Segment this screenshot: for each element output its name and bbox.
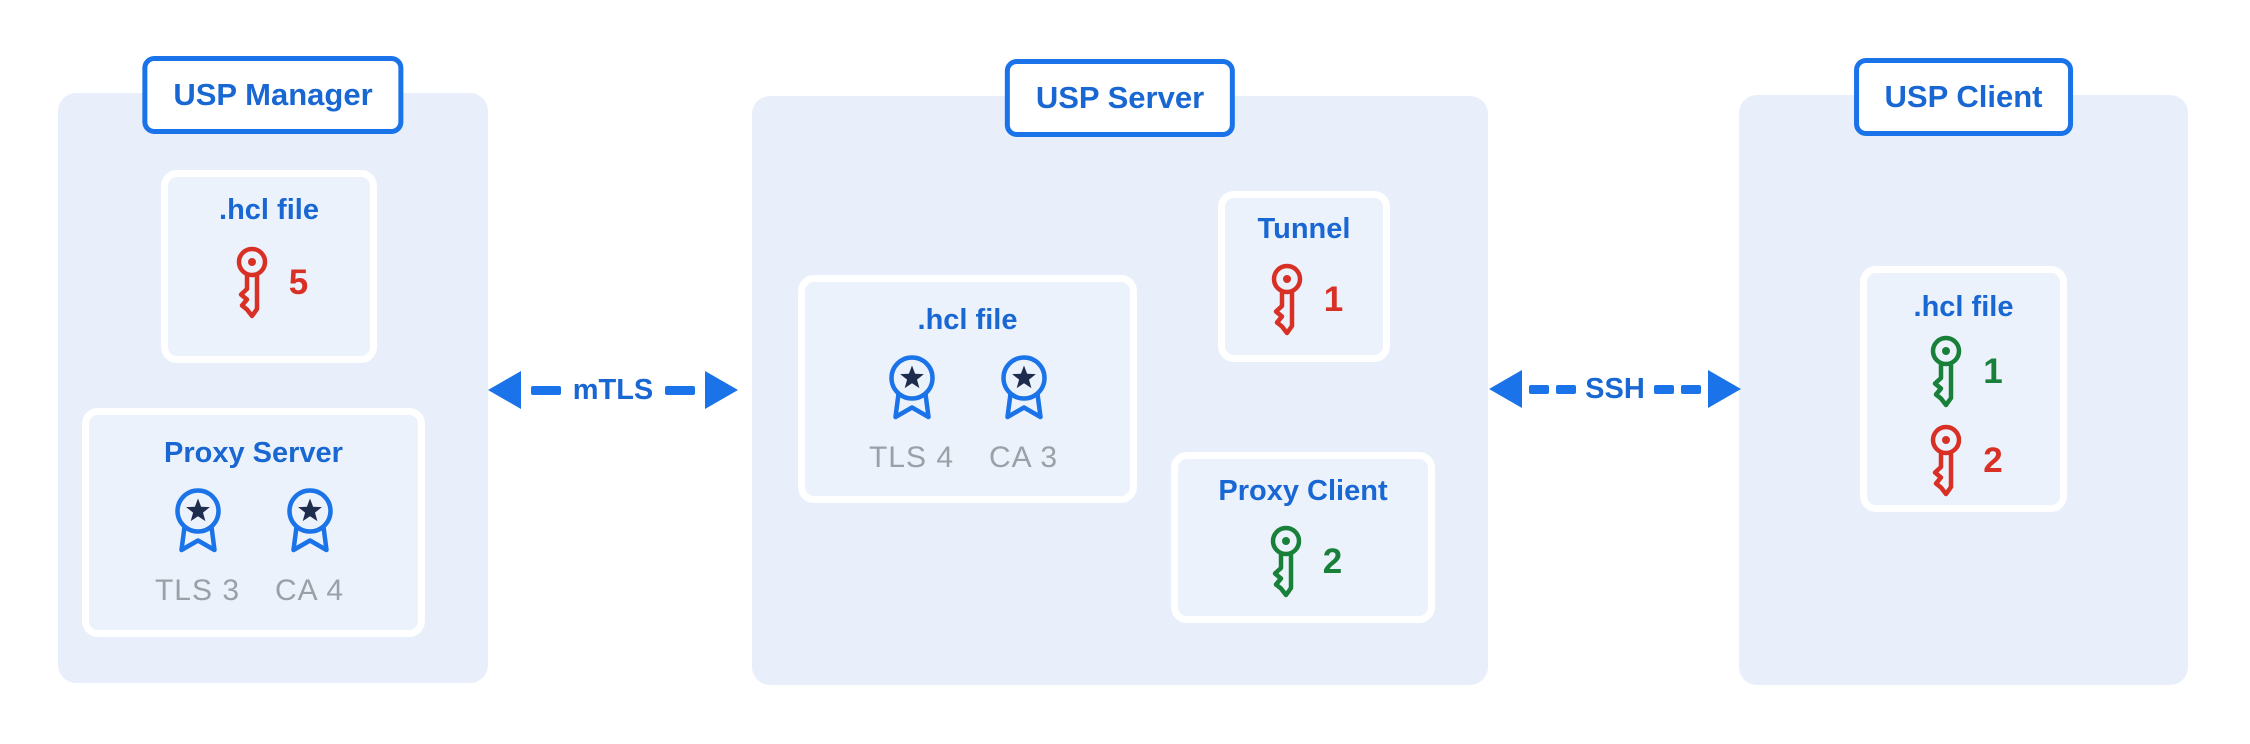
server-hcl-file-title: .hcl file [917,304,1018,336]
key-icon [1264,525,1308,599]
key-icon [1924,424,1968,498]
manager-hcl-file-title: .hcl file [219,194,319,226]
key-count: 1 [1983,352,2003,391]
proxy-server-certificates: TLS 3 CA 4 [148,487,360,609]
usp-manager-title: USP Manager [142,56,404,134]
dash-segment [530,385,561,395]
dash-segment [665,385,696,395]
manager-hcl-file-box: .hcl file 5 [161,170,377,363]
certificate-badge-icon [996,354,1052,426]
certificate-item: TLS 4 [862,354,962,476]
certificate-label: CA 3 [988,441,1059,474]
tunnel-box: Tunnel 1 [1218,191,1390,362]
certificate-badge-icon [170,487,226,559]
certificate-item: CA 3 [974,354,1074,476]
key-count: 2 [1322,542,1343,581]
manager-hcl-key-row: 5 [230,246,308,320]
tunnel-key-row: 1 [1265,263,1343,337]
proxy-server-title: Proxy Server [164,437,343,469]
usp-client-title: USP Client [1853,58,2074,136]
proxy-client-title: Proxy Client [1218,475,1388,507]
certificate-label: TLS 3 [154,574,241,607]
usp-server-node: USP Server .hcl file TLS 4 CA 3 Tunnel 1 [752,59,1488,685]
proxy-client-box: Proxy Client 2 [1171,452,1435,623]
client-hcl-key-row-2: 2 [1924,424,2003,498]
arrow-left-icon [488,371,521,409]
dash-segment [1529,384,1550,394]
arrow-left-icon [1489,370,1522,408]
ssh-connection-arrow: SSH [1489,370,1741,408]
client-hcl-file-box: .hcl file 1 2 [1860,266,2067,512]
mtls-label: mTLS [572,374,654,406]
dash-segment [1680,384,1701,394]
certificate-badge-icon [282,487,338,559]
key-icon [1924,335,1968,409]
server-hcl-file-box: .hcl file TLS 4 CA 3 [798,275,1137,503]
certificate-label: CA 4 [274,574,345,607]
key-icon [230,246,274,320]
dash-segment [1653,384,1674,394]
certificate-item: CA 4 [260,487,360,609]
dash-segment [1556,384,1577,394]
arrow-right-icon [705,371,738,409]
certificate-label: TLS 4 [868,441,955,474]
key-count: 5 [288,263,309,302]
certificate-badge-icon [884,354,940,426]
key-count: 1 [1323,280,1344,319]
ssh-label: SSH [1585,373,1645,405]
certificate-item: TLS 3 [148,487,248,609]
client-hcl-file-title: .hcl file [1913,291,2014,323]
key-count: 2 [1983,441,2003,480]
usp-manager-node: USP Manager .hcl file 5 Proxy Server TLS… [58,56,488,683]
proxy-client-key-row: 2 [1264,525,1342,599]
tunnel-title: Tunnel [1257,213,1351,245]
mtls-connection-arrow: mTLS [488,371,738,409]
key-icon [1265,263,1309,337]
proxy-server-box: Proxy Server TLS 3 CA 4 [82,408,425,637]
usp-client-node: USP Client .hcl file 1 2 [1739,58,2188,685]
client-hcl-key-row-1: 1 [1924,335,2003,409]
server-hcl-certificates: TLS 4 CA 3 [862,354,1074,476]
arrow-right-icon [1707,370,1741,408]
usp-server-title: USP Server [1004,59,1236,137]
